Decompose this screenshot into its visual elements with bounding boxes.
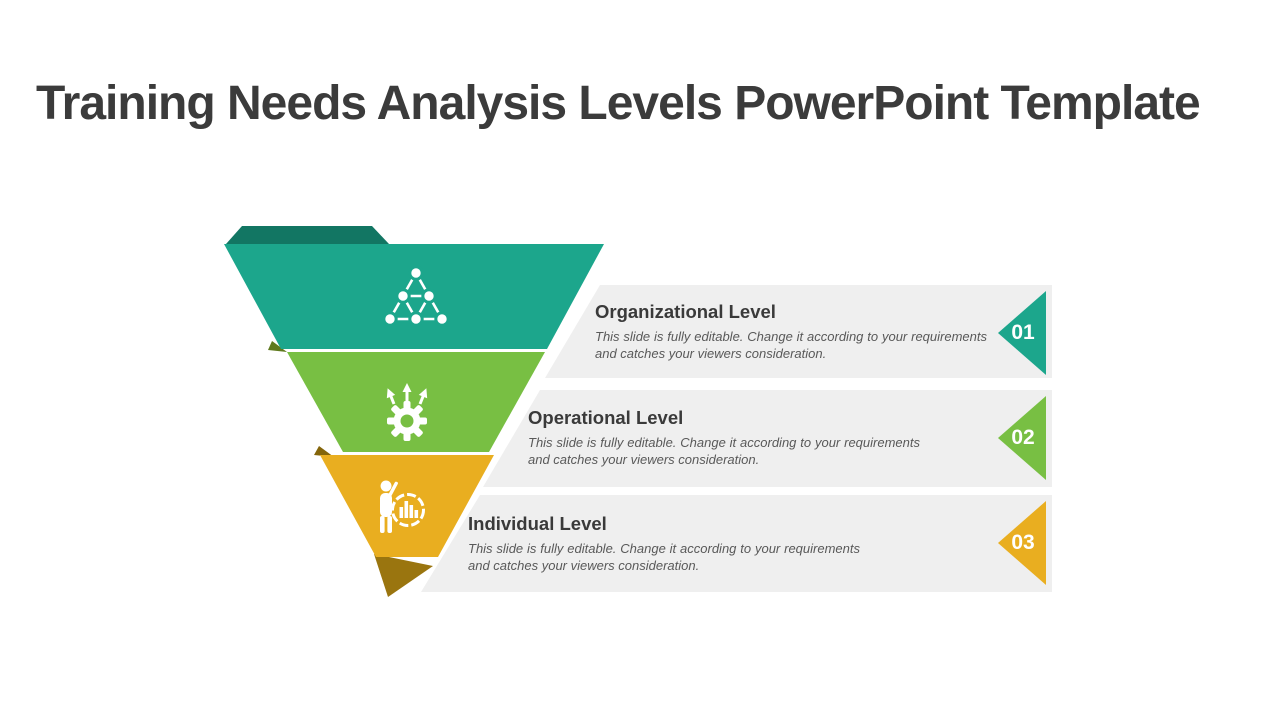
- row-panel-2: [483, 390, 1052, 487]
- row-title: Operational Level: [528, 407, 684, 428]
- number-arrow-3: [998, 501, 1046, 585]
- row-title: Individual Level: [468, 513, 607, 534]
- person-analytics-icon: [380, 480, 425, 533]
- funnel-fold-green: [268, 341, 287, 352]
- row-description: This slide is fully editable. Change it …: [468, 541, 860, 574]
- row-panel-3: [421, 495, 1052, 592]
- row-description: This slide is fully editable. Change it …: [528, 435, 920, 468]
- step-number-badge: 02: [1011, 426, 1035, 449]
- list-item: Organizational Level This slide is fully…: [595, 301, 999, 363]
- row-panel-1: [545, 285, 1052, 378]
- gear-growth-arrows-icon: [386, 383, 428, 441]
- funnel-top-face: [226, 226, 389, 244]
- row-title: Organizational Level: [595, 301, 776, 322]
- network-pyramid-icon: [382, 265, 450, 327]
- step-number-badge: 01: [1011, 321, 1035, 344]
- list-item: Individual Level This slide is fully edi…: [468, 513, 872, 575]
- row-description: This slide is fully editable. Change it …: [595, 329, 987, 362]
- step-number-badge: 03: [1011, 531, 1035, 554]
- funnel-segment-operational: [287, 352, 545, 452]
- funnel-tail: [374, 554, 433, 597]
- list-item: Operational Level This slide is fully ed…: [528, 407, 932, 469]
- page-title: Training Needs Analysis Levels PowerPoin…: [36, 77, 1201, 131]
- number-arrow-2: [998, 396, 1046, 480]
- number-arrow-1: [998, 291, 1046, 375]
- funnel-fold-gold: [314, 446, 334, 457]
